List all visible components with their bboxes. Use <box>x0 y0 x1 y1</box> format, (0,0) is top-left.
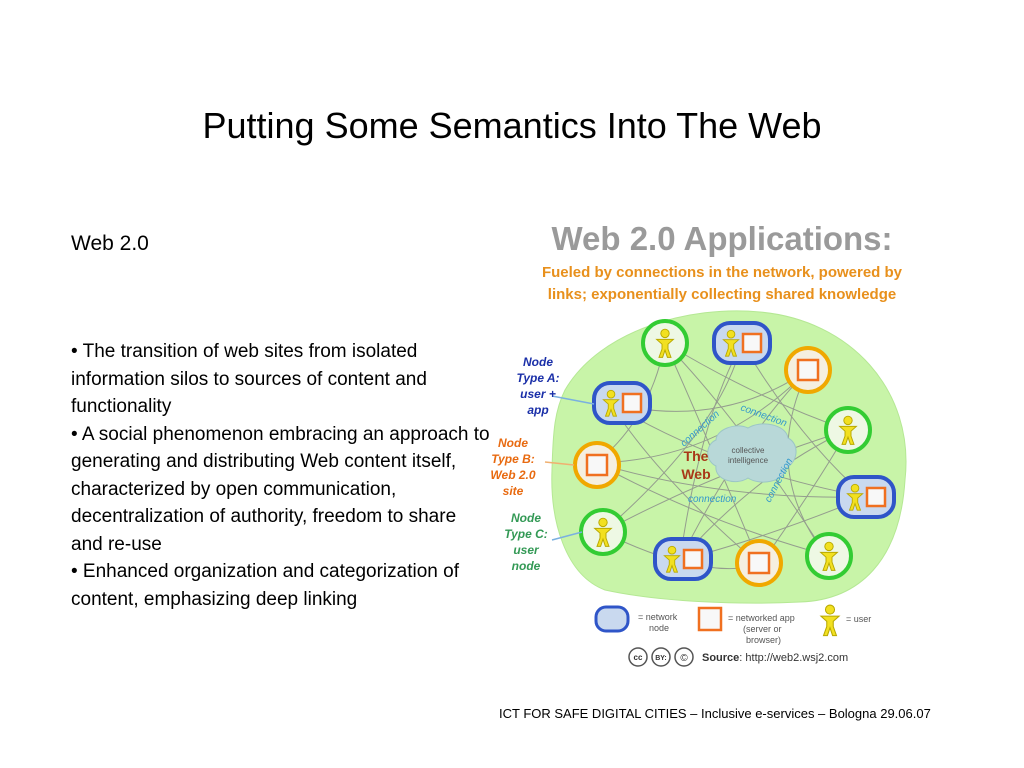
node-type-a <box>836 475 896 519</box>
node-b-label: Node Type B: Web 2.0 site <box>490 436 535 498</box>
app-icon <box>865 486 887 508</box>
node-type-c <box>805 532 853 580</box>
legend-network-node-text: = network <box>638 612 678 622</box>
node-c-label-line: user <box>513 543 540 557</box>
node-a-label-line: Type A: <box>516 371 559 385</box>
slide-title: Putting Some Semantics Into The Web <box>202 105 822 146</box>
node-c-label-line: Type C: <box>504 527 548 541</box>
legend-app-text: (server or <box>743 624 782 634</box>
connection-label: connection <box>688 494 737 505</box>
node-type-a <box>592 381 652 425</box>
legend-app-text: browser) <box>746 635 781 645</box>
legend-app-text: = networked app <box>728 613 795 623</box>
cloud-label: collective <box>732 446 765 455</box>
node-b-label-line: site <box>503 484 524 498</box>
diagram-heading: Web 2.0 Applications: <box>551 220 892 257</box>
app-icon <box>585 453 609 477</box>
cloud-label: intelligence <box>728 456 769 465</box>
source-label: Source <box>702 652 739 664</box>
app-icon <box>747 551 771 575</box>
center-label: The <box>684 448 709 464</box>
app-icon <box>741 332 763 354</box>
copyleft-icon-label: © <box>680 653 688 664</box>
node-c-label-line: node <box>512 559 541 573</box>
node-type-c <box>824 406 872 454</box>
bullet-item: • A social phenomenon embracing an appro… <box>71 423 490 555</box>
app-icon <box>796 358 820 382</box>
diagram-tagline: Fueled by connections in the network, po… <box>542 264 903 281</box>
app-icon <box>682 548 704 570</box>
diagram-source: Source: http://web2.wsj2.com <box>702 652 848 664</box>
node-type-b <box>573 441 621 489</box>
cc-icon <box>628 647 648 667</box>
node-c-label: Node Type C: user node <box>504 511 548 573</box>
node-b-label-line: Type B: <box>491 452 535 466</box>
legend-app-icon <box>697 606 723 632</box>
diagram-legend: = network node = networked app (server o… <box>594 604 871 645</box>
node-type-a <box>712 321 772 365</box>
copyleft-icon <box>674 647 694 667</box>
slide-subtitle: Web 2.0 <box>71 232 149 255</box>
diagram-tagline: links; exponentially collecting shared k… <box>548 286 896 303</box>
node-type-b <box>784 346 832 394</box>
node-type-a <box>653 537 713 581</box>
node-type-c <box>579 508 627 556</box>
legend-network-node-text: node <box>649 623 669 633</box>
cc-icon-label: cc <box>634 653 643 662</box>
by-icon-label: BY: <box>655 655 667 662</box>
label-pointer <box>544 461 575 466</box>
label-pointer <box>551 531 583 541</box>
label-pointer <box>551 395 595 405</box>
license-icons: cc BY: © <box>628 647 694 667</box>
node-type-b <box>735 539 783 587</box>
center-label: Web <box>681 466 710 482</box>
by-icon <box>651 647 671 667</box>
node-a-label-line: app <box>527 403 548 417</box>
bullet-item: • The transition of web sites from isola… <box>71 341 427 417</box>
legend-user-icon <box>820 604 840 637</box>
legend-user-text: = user <box>846 614 871 624</box>
node-a-label-line: Node <box>523 355 553 369</box>
bullet-item: • Enhanced organization and categorizati… <box>71 561 459 610</box>
app-icon <box>621 392 643 414</box>
node-a-label: Node Type A: user + app <box>516 355 559 417</box>
legend-network-node-icon <box>594 605 630 633</box>
node-b-label-line: Node <box>498 436 528 450</box>
slide-footer: ICT FOR SAFE DIGITAL CITIES – Inclusive … <box>499 706 931 721</box>
node-c-label-line: Node <box>511 511 541 525</box>
node-type-c <box>641 319 689 367</box>
node-b-label-line: Web 2.0 <box>490 468 535 482</box>
collective-intelligence-cloud <box>707 423 797 483</box>
bullet-list: • The transition of web sites from isola… <box>71 338 491 613</box>
source-url: : http://web2.wsj2.com <box>739 652 848 664</box>
node-a-label-line: user + <box>520 387 556 401</box>
